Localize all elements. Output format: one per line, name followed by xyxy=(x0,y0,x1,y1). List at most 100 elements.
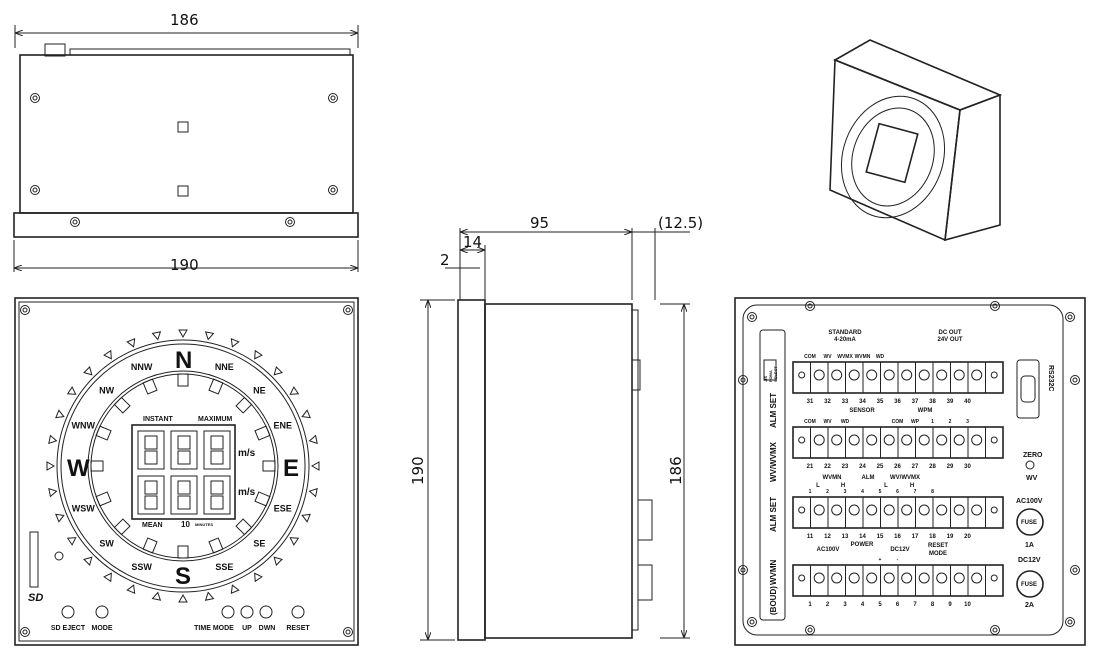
zero-adjust[interactable] xyxy=(1025,460,1035,470)
isometric-view xyxy=(829,39,1003,242)
group-label: SENSOR xyxy=(849,408,875,414)
terminal-number: 13 xyxy=(842,534,849,540)
terminal-screw-icon[interactable] xyxy=(901,434,913,446)
terminal-screw-icon[interactable] xyxy=(953,572,965,584)
dim-side-offset: 2 xyxy=(440,251,450,269)
compass-e: E xyxy=(283,455,299,482)
terminal-screw-icon[interactable] xyxy=(971,434,983,446)
terminal-screw-icon[interactable] xyxy=(866,434,878,446)
sd-slot[interactable] xyxy=(29,531,39,588)
terminal-screw-icon[interactable] xyxy=(936,369,948,381)
button-sd-eject[interactable] xyxy=(61,605,75,619)
screw-head xyxy=(30,93,40,103)
screw-icon xyxy=(328,93,338,103)
terminal-screw-icon[interactable] xyxy=(866,572,878,584)
terminal-screw-icon[interactable] xyxy=(936,572,948,584)
button-reset[interactable] xyxy=(291,605,305,619)
screw-icon xyxy=(805,625,815,635)
mount-hole xyxy=(798,436,806,444)
terminal-screw-icon[interactable] xyxy=(848,369,860,381)
terminal-number: 11 xyxy=(807,534,814,540)
terminal-screw-icon[interactable] xyxy=(953,504,965,516)
terminal-screw-icon[interactable] xyxy=(848,504,860,516)
group-label: DC OUT xyxy=(939,330,962,336)
rs232c-connector[interactable] xyxy=(1016,359,1040,419)
lcd-display xyxy=(131,424,236,520)
screw-icon xyxy=(20,305,30,315)
group-label: WVMN xyxy=(823,475,842,481)
zero-label: ZERO xyxy=(1023,452,1043,459)
button-up[interactable] xyxy=(240,605,254,619)
terminal-screw-icon[interactable] xyxy=(883,434,895,446)
terminal-screw-icon[interactable] xyxy=(883,369,895,381)
mount-hole xyxy=(798,574,806,582)
terminal-screw-icon[interactable] xyxy=(918,572,930,584)
terminal-screw-icon[interactable] xyxy=(848,572,860,584)
terminal-screw-icon[interactable] xyxy=(901,369,913,381)
button-dwn[interactable] xyxy=(259,605,273,619)
terminal-screw-icon[interactable] xyxy=(813,572,825,584)
terminal-screw-icon[interactable] xyxy=(901,504,913,516)
terminal-screw-icon[interactable] xyxy=(953,369,965,381)
compass-sw: SW xyxy=(99,538,114,548)
terminal-screw-icon[interactable] xyxy=(813,369,825,381)
terminal-screw-icon[interactable] xyxy=(831,369,843,381)
direction-led xyxy=(254,425,271,441)
terminal-screw-icon[interactable] xyxy=(971,572,983,584)
terminal-screw-icon[interactable] xyxy=(883,504,895,516)
terminal-screw-icon[interactable] xyxy=(848,434,860,446)
terminal-number: 7 xyxy=(913,602,917,608)
terminal-screw-icon[interactable] xyxy=(813,504,825,516)
direction-marker xyxy=(55,513,65,523)
terminal-screw-icon[interactable] xyxy=(831,504,843,516)
screw-head xyxy=(738,565,748,575)
screw-slot xyxy=(992,627,998,633)
terminal-number: 39 xyxy=(947,399,954,405)
terminal-screw-icon[interactable] xyxy=(971,369,983,381)
terminal-number: 28 xyxy=(929,464,936,470)
terminal-label: WVMN xyxy=(855,354,871,360)
terminal-screw-icon[interactable] xyxy=(918,369,930,381)
side-strip xyxy=(759,329,786,621)
terminal-screw-icon[interactable] xyxy=(901,572,913,584)
terminal-label: - xyxy=(897,557,899,563)
terminal-label: WP xyxy=(911,419,920,425)
compass-sse: SSE xyxy=(215,562,233,572)
group-label: POWER xyxy=(851,542,874,548)
terminal-number: 36 xyxy=(894,399,901,405)
button-mode[interactable] xyxy=(95,605,109,619)
terminal-screw-icon[interactable] xyxy=(953,434,965,446)
terminal-screw-icon[interactable] xyxy=(866,369,878,381)
terminal-number: 34 xyxy=(859,399,866,405)
terminal-screw-icon[interactable] xyxy=(831,434,843,446)
terminal-screw-icon[interactable] xyxy=(918,504,930,516)
fuse1[interactable] xyxy=(1016,508,1044,536)
screw-head xyxy=(328,185,338,195)
terminal-number: 40 xyxy=(964,399,971,405)
indicator-led xyxy=(54,551,64,561)
screw-slot xyxy=(345,629,351,635)
mount-hole xyxy=(990,574,998,582)
label-maximum: MAXIMUM xyxy=(198,416,232,423)
screw-icon xyxy=(990,625,1000,635)
screw-slot xyxy=(32,95,38,101)
screw-icon xyxy=(805,301,815,311)
button-time-mode[interactable] xyxy=(221,605,235,619)
dim-side-body-height: 186 xyxy=(667,456,685,485)
seven-segment-digit xyxy=(170,475,198,515)
fuse2[interactable] xyxy=(1016,570,1044,598)
terminal-screw-icon[interactable] xyxy=(831,572,843,584)
direction-marker xyxy=(48,434,58,445)
terminal-screw-icon[interactable] xyxy=(883,572,895,584)
terminal-screw-icon[interactable] xyxy=(918,434,930,446)
select-switch[interactable] xyxy=(763,359,777,381)
screw-head xyxy=(285,217,295,227)
terminal-screw-icon[interactable] xyxy=(936,504,948,516)
screw-slot xyxy=(1072,377,1078,383)
direction-marker xyxy=(301,409,311,419)
terminal-screw-icon[interactable] xyxy=(866,504,878,516)
terminal-screw-icon[interactable] xyxy=(813,434,825,446)
dim-top-depth: 190 xyxy=(170,256,199,274)
terminal-screw-icon[interactable] xyxy=(971,504,983,516)
terminal-screw-icon[interactable] xyxy=(936,434,948,446)
